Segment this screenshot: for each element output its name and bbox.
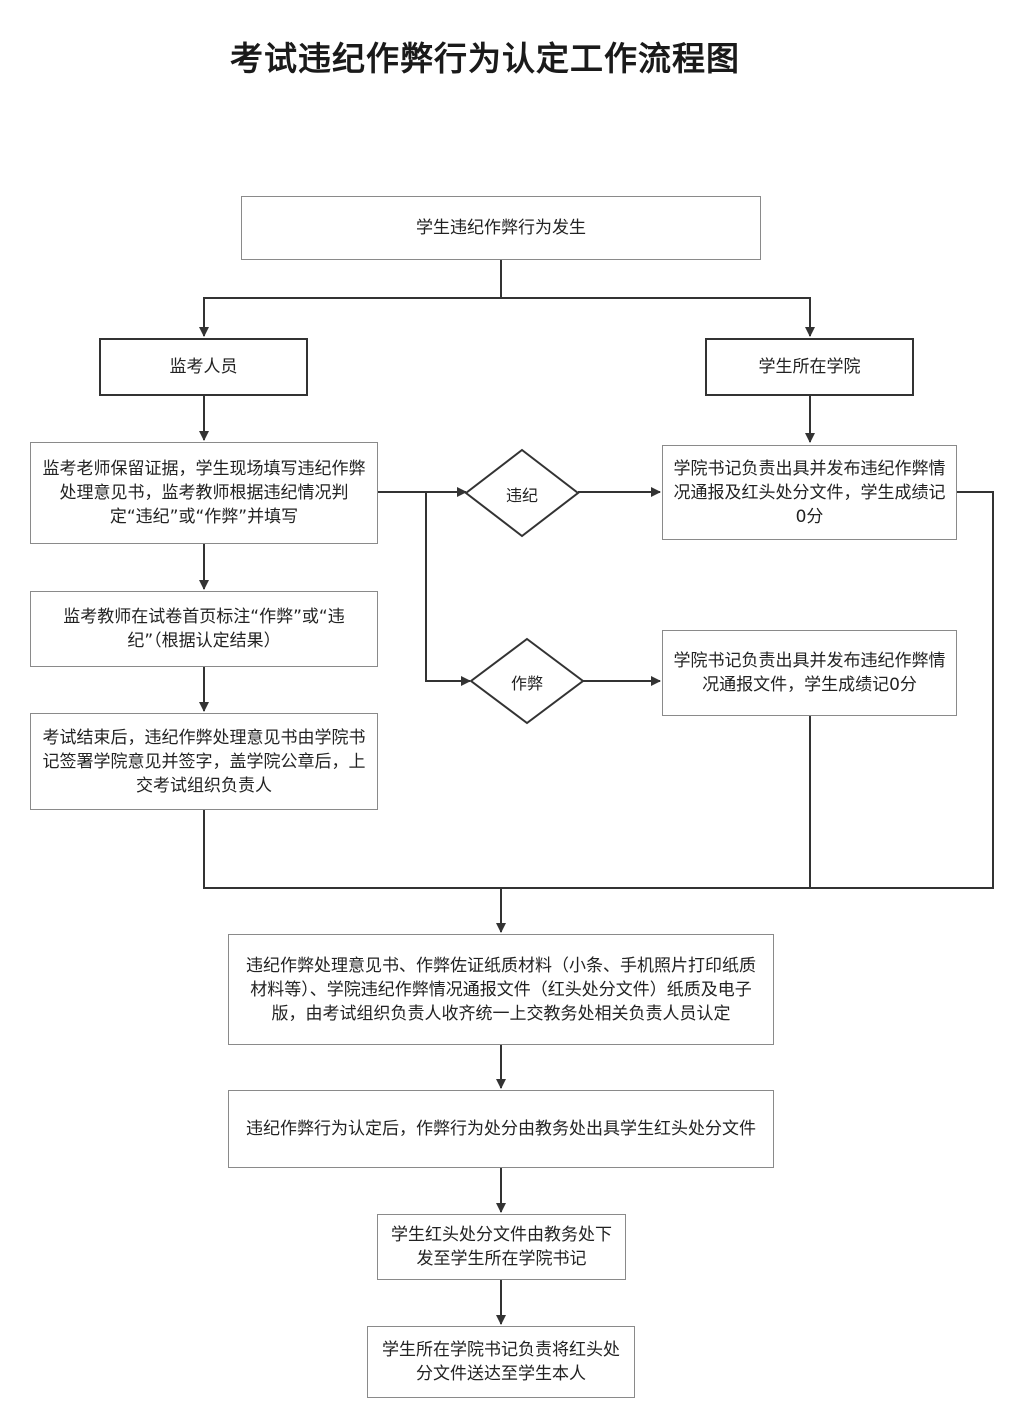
node-after-confirm: 违纪作弊行为认定后，作弊行为处分由教务处出具学生红头处分文件 [228,1090,774,1168]
connector-branch-cheating [425,492,471,686]
node-submit-label: 考试结束后，违纪作弊处理意见书由学院书记签署学院意见并签字，盖学院公章后，上交考… [42,727,366,796]
node-after-confirm-label: 违纪作弊行为认定后，作弊行为处分由教务处出具学生红头处分文件 [246,1119,756,1139]
node-evidence-label: 监考老师保留证据，学生现场填写违纪作弊处理意见书，监考教师根据违纪情况判定“违纪… [42,459,366,527]
node-college-violation-label: 学院书记负责出具并发布违纪作弊情况通报及红头处分文件，学生成绩记0分 [673,458,946,527]
decision-violation-label: 违纪 [505,486,538,505]
node-collect: 违纪作弊处理意见书、作弊佐证纸质材料（小条、手机照片打印纸质材料等）、学院违纪作… [228,934,774,1045]
connector-to-invigilator [199,297,501,337]
node-deliver-label: 学生所在学院书记负责将红头处分文件送达至学生本人 [382,1340,620,1384]
node-deliver: 学生所在学院书记负责将红头处分文件送达至学生本人 [367,1326,635,1398]
node-invigilator-label: 监考人员 [169,357,238,377]
node-distribute-label: 学生红头处分文件由教务处下发至学生所在学院书记 [391,1225,612,1269]
connector-violation-notice-merge [496,491,994,933]
page-title: 考试违纪作弊行为认定工作流程图 [230,39,740,78]
decision-violation-diamond [464,448,580,538]
decision-cheating-diamond [469,637,585,725]
node-distribute: 学生红头处分文件由教务处下发至学生所在学院书记 [377,1214,626,1280]
node-college: 学生所在学院 [705,338,914,396]
node-evidence: 监考老师保留证据，学生现场填写违纪作弊处理意见书，监考教师根据违纪情况判定“违纪… [30,442,378,544]
node-start: 学生违纪作弊行为发生 [241,196,761,260]
node-invigilator: 监考人员 [99,338,308,396]
node-college-violation: 学院书记负责出具并发布违纪作弊情况通报及红头处分文件，学生成绩记0分 [662,445,957,540]
node-college-label: 学生所在学院 [758,357,861,377]
node-mark: 监考教师在试卷首页标注“作弊”或“违纪”（根据认定结果） [30,591,378,667]
node-submit: 考试结束后，违纪作弊处理意见书由学院书记签署学院意见并签字，盖学院公章后，上交考… [30,713,378,810]
connector-to-college [501,297,815,337]
connector-submit-merge [203,810,810,889]
decision-cheating-label: 作弊 [510,674,543,693]
node-collect-label: 违纪作弊处理意见书、作弊佐证纸质材料（小条、手机照片打印纸质材料等）、学院违纪作… [246,955,756,1024]
node-mark-label: 监考教师在试卷首页标注“作弊”或“违纪”（根据认定结果） [63,607,345,651]
node-start-label: 学生违纪作弊行为发生 [416,218,586,238]
node-college-cheating-label: 学院书记负责出具并发布违纪作弊情况通报文件，学生成绩记0分 [673,651,946,695]
node-college-cheating: 学院书记负责出具并发布违纪作弊情况通报文件，学生成绩记0分 [662,630,957,716]
